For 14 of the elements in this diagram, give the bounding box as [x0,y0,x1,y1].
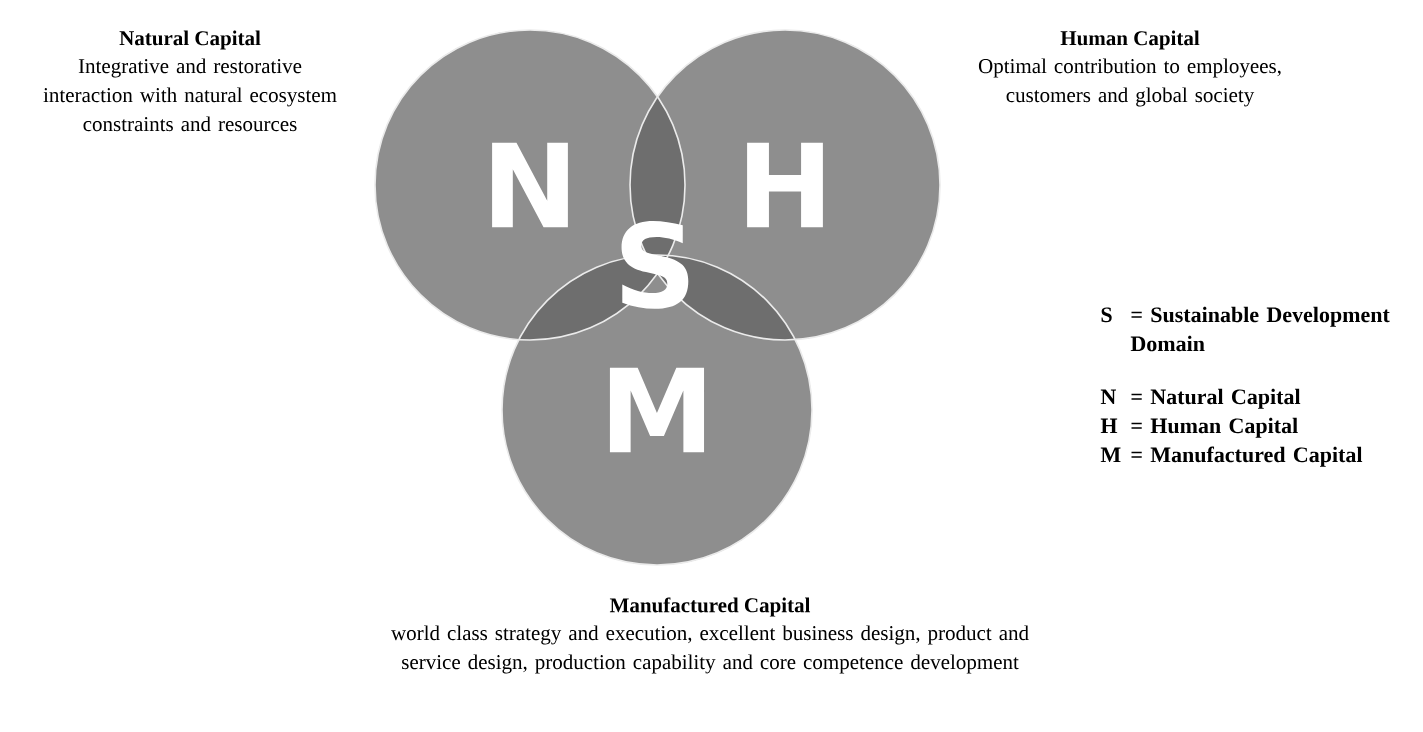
key-meaning: = Sustainable Development Domain [1130,306,1390,352]
circle-description: Integrative and restorative interaction with natural ecosystem constraints and resources [43,58,337,132]
circle-heading: Manufactured Capital [609,597,811,617]
key-letter: S [1101,307,1112,323]
key-meaning: = Human Capital [1131,417,1298,438]
key-letter: M [1100,447,1121,462]
circle-description: Optimal contribution to employees, customers and global society [978,58,1281,107]
key-letter: N [1100,389,1116,404]
key-letter: H [1100,418,1118,433]
circle-description: world class strategy and execution, excellent business design, product and service design, production capability and core competence development [391,625,1029,674]
key-meaning: = Manufactured Capital [1131,446,1363,467]
key-meaning: = Natural Capital [1131,388,1301,409]
circle-heading: Natural Capital [119,30,261,50]
circle-heading: Human Capital [1060,30,1200,50]
